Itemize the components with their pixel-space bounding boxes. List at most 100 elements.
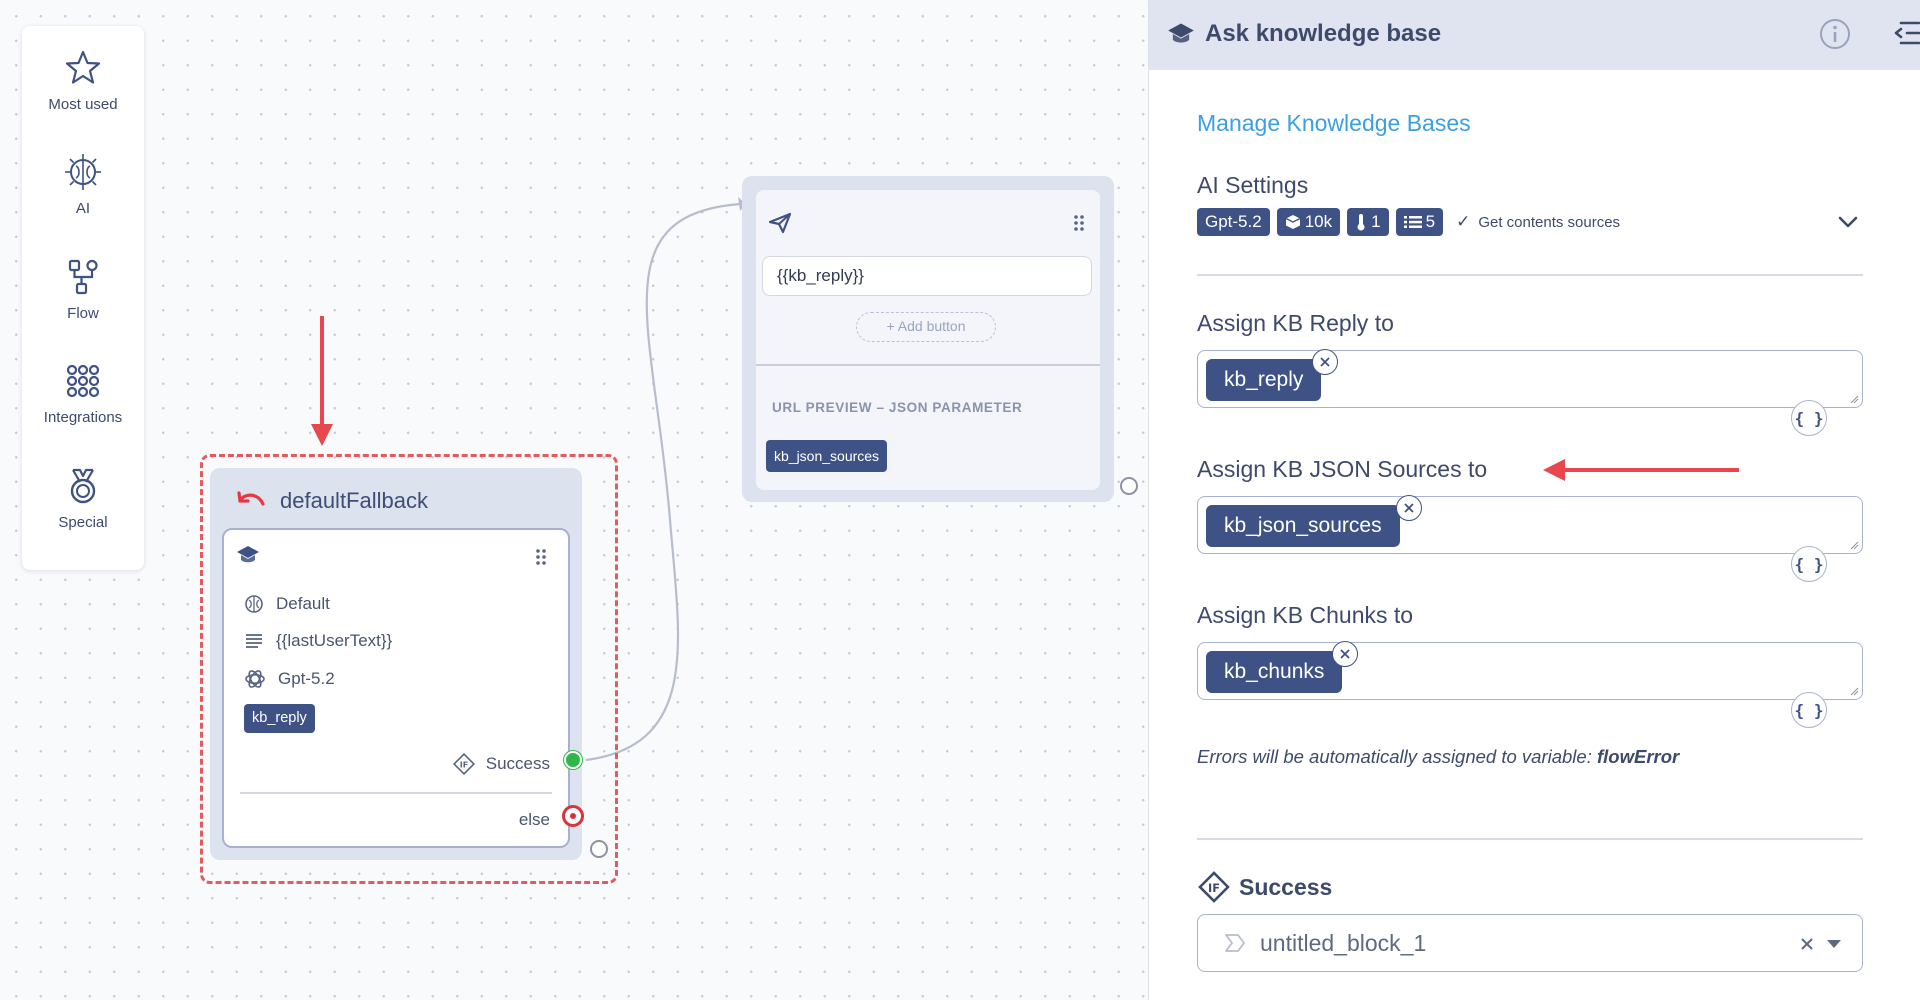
palette-item-integrations[interactable]: Integrations xyxy=(22,361,144,465)
drag-handle-icon[interactable] xyxy=(534,548,548,566)
error-note-text: Errors will be automatically assigned to… xyxy=(1197,746,1597,767)
flow-canvas[interactable]: Most used AI Flow xyxy=(0,0,1148,1000)
assign-json-label: Assign KB JSON Sources to xyxy=(1197,456,1488,482)
chunks-count-value: 5 xyxy=(1425,212,1436,231)
step-settings-panel: Ask knowledge base Manage Knowledge Base… xyxy=(1148,0,1920,1000)
if-diamond-icon: IF xyxy=(452,752,475,776)
add-button-button[interactable]: + Add button xyxy=(856,312,996,342)
ai-brain-icon xyxy=(65,154,101,191)
svg-text:IF: IF xyxy=(1208,881,1220,895)
lines-icon xyxy=(246,634,262,648)
query-text: {{lastUserText}} xyxy=(276,631,393,650)
model-chip-label: Gpt-5.2 xyxy=(1205,212,1262,231)
list-icon xyxy=(1403,216,1422,228)
block-palette: Most used AI Flow xyxy=(22,26,144,570)
check-icon: ✓ xyxy=(1456,212,1471,231)
model-row: Gpt-5.2 xyxy=(244,668,335,690)
ai-settings-summary[interactable]: Gpt-5.2 10k 1 5 ✓ Get contents sources xyxy=(1197,208,1620,236)
error-assignment-note: Errors will be automatically assigned to… xyxy=(1197,746,1679,768)
braces-icon: { } xyxy=(1794,554,1824,574)
panel-title-group: Ask knowledge base xyxy=(1167,20,1441,48)
collapse-panel-icon[interactable] xyxy=(1891,18,1920,48)
block-output-port[interactable] xyxy=(590,840,608,858)
success-section-header: IF Success xyxy=(1197,870,1332,904)
dropdown-caret-icon[interactable] xyxy=(1826,939,1842,949)
chunks-count-chip: 5 xyxy=(1395,208,1444,236)
remove-variable-button[interactable] xyxy=(1332,641,1358,667)
message-block[interactable]: {{kb_reply}} + Add button URL PREVIEW – … xyxy=(742,176,1114,502)
braces-icon: { } xyxy=(1794,700,1824,720)
braces-icon: { } xyxy=(1794,408,1824,428)
success-label: Success xyxy=(485,754,550,773)
get-sources-label: Get contents sources xyxy=(1478,213,1621,231)
variable-picker-button[interactable]: { } xyxy=(1791,400,1827,436)
success-port[interactable] xyxy=(564,751,582,769)
fallback-block[interactable]: defaultFallback Default {{l xyxy=(210,468,584,860)
model-chip: Gpt-5.2 xyxy=(1197,208,1270,236)
message-output-port[interactable] xyxy=(1120,477,1138,495)
assign-json-field[interactable]: kb_json_sources xyxy=(1197,495,1863,554)
remove-variable-button[interactable] xyxy=(1312,349,1338,375)
variable-picker-button[interactable]: { } xyxy=(1791,546,1827,582)
palette-label: Special xyxy=(58,513,108,531)
close-icon xyxy=(1340,649,1350,659)
drag-handle-icon[interactable] xyxy=(1072,214,1086,232)
output-divider xyxy=(240,792,552,794)
annotation-arrow-left xyxy=(1543,459,1739,481)
palette-label: Integrations xyxy=(43,409,123,427)
close-icon xyxy=(1404,503,1414,513)
success-target-select[interactable]: untitled_block_1 xyxy=(1197,914,1863,972)
url-preview-label: URL PREVIEW – JSON PARAMETER xyxy=(772,400,1023,415)
output-variable-row: kb_reply xyxy=(244,704,315,733)
ai-settings-title: AI Settings xyxy=(1197,172,1309,198)
else-port[interactable] xyxy=(562,805,584,827)
resize-handle-icon[interactable] xyxy=(1849,394,1859,404)
integrations-grid-icon xyxy=(66,365,100,398)
variable-chip: kb_json_sources xyxy=(1206,505,1400,547)
palette-label: AI xyxy=(75,200,91,218)
max-tokens-chip: 10k xyxy=(1276,208,1341,236)
selected-block: untitled_block_1 xyxy=(1260,929,1427,956)
json-parameter-row: kb_json_sources xyxy=(766,440,888,472)
message-text-field[interactable]: {{kb_reply}} xyxy=(762,256,1092,296)
svg-text:IF: IF xyxy=(460,761,468,770)
remove-variable-button[interactable] xyxy=(1396,495,1422,521)
settings-divider xyxy=(1197,274,1863,276)
info-icon[interactable] xyxy=(1819,18,1851,50)
query-row: {{lastUserText}} xyxy=(244,631,392,651)
assign-reply-field[interactable]: kb_reply xyxy=(1197,349,1863,408)
palette-item-most-used[interactable]: Most used xyxy=(22,48,144,152)
thermometer-icon xyxy=(1357,214,1365,231)
clear-selection-icon[interactable] xyxy=(1800,937,1814,951)
else-label: else xyxy=(518,810,550,829)
palette-label: Flow xyxy=(67,304,99,322)
success-divider xyxy=(1197,838,1863,840)
variable-picker-button[interactable]: { } xyxy=(1791,692,1827,728)
resize-handle-icon[interactable] xyxy=(1849,540,1859,550)
palette-item-flow[interactable]: Flow xyxy=(22,257,144,361)
variable-chip: kb_chunks xyxy=(1206,651,1343,693)
fallback-undo-icon xyxy=(237,491,265,506)
assign-chunks-label: Assign KB Chunks to xyxy=(1197,602,1414,628)
palette-item-ai[interactable]: AI xyxy=(22,152,144,256)
palette-label: Most used xyxy=(48,96,118,113)
cube-icon xyxy=(1285,215,1300,229)
message-step-card[interactable]: {{kb_reply}} + Add button URL PREVIEW – … xyxy=(756,190,1100,490)
resize-handle-icon[interactable] xyxy=(1849,686,1859,696)
chevron-down-icon[interactable] xyxy=(1837,214,1859,230)
send-message-icon xyxy=(768,212,792,234)
if-diamond-icon: IF xyxy=(1198,871,1230,903)
close-icon xyxy=(1320,357,1330,367)
get-sources-indicator: ✓ Get contents sources xyxy=(1456,212,1620,232)
medal-icon xyxy=(70,468,96,503)
knowledge-base-brain-icon xyxy=(245,595,263,613)
manage-knowledge-bases-link[interactable]: Manage Knowledge Bases xyxy=(1197,110,1471,136)
panel-header: Ask knowledge base xyxy=(1149,0,1920,70)
assign-chunks-field[interactable]: kb_chunks xyxy=(1197,641,1863,700)
output-variable-tag: kb_reply xyxy=(244,704,315,733)
success-output: IF Success xyxy=(452,752,550,776)
panel-title: Ask knowledge base xyxy=(1205,20,1442,47)
model-name: Gpt-5.2 xyxy=(278,669,335,688)
palette-item-special[interactable]: Special xyxy=(22,466,144,570)
ask-kb-step-card[interactable]: Default {{lastUserText}} Gpt-5.2 xyxy=(222,528,570,848)
